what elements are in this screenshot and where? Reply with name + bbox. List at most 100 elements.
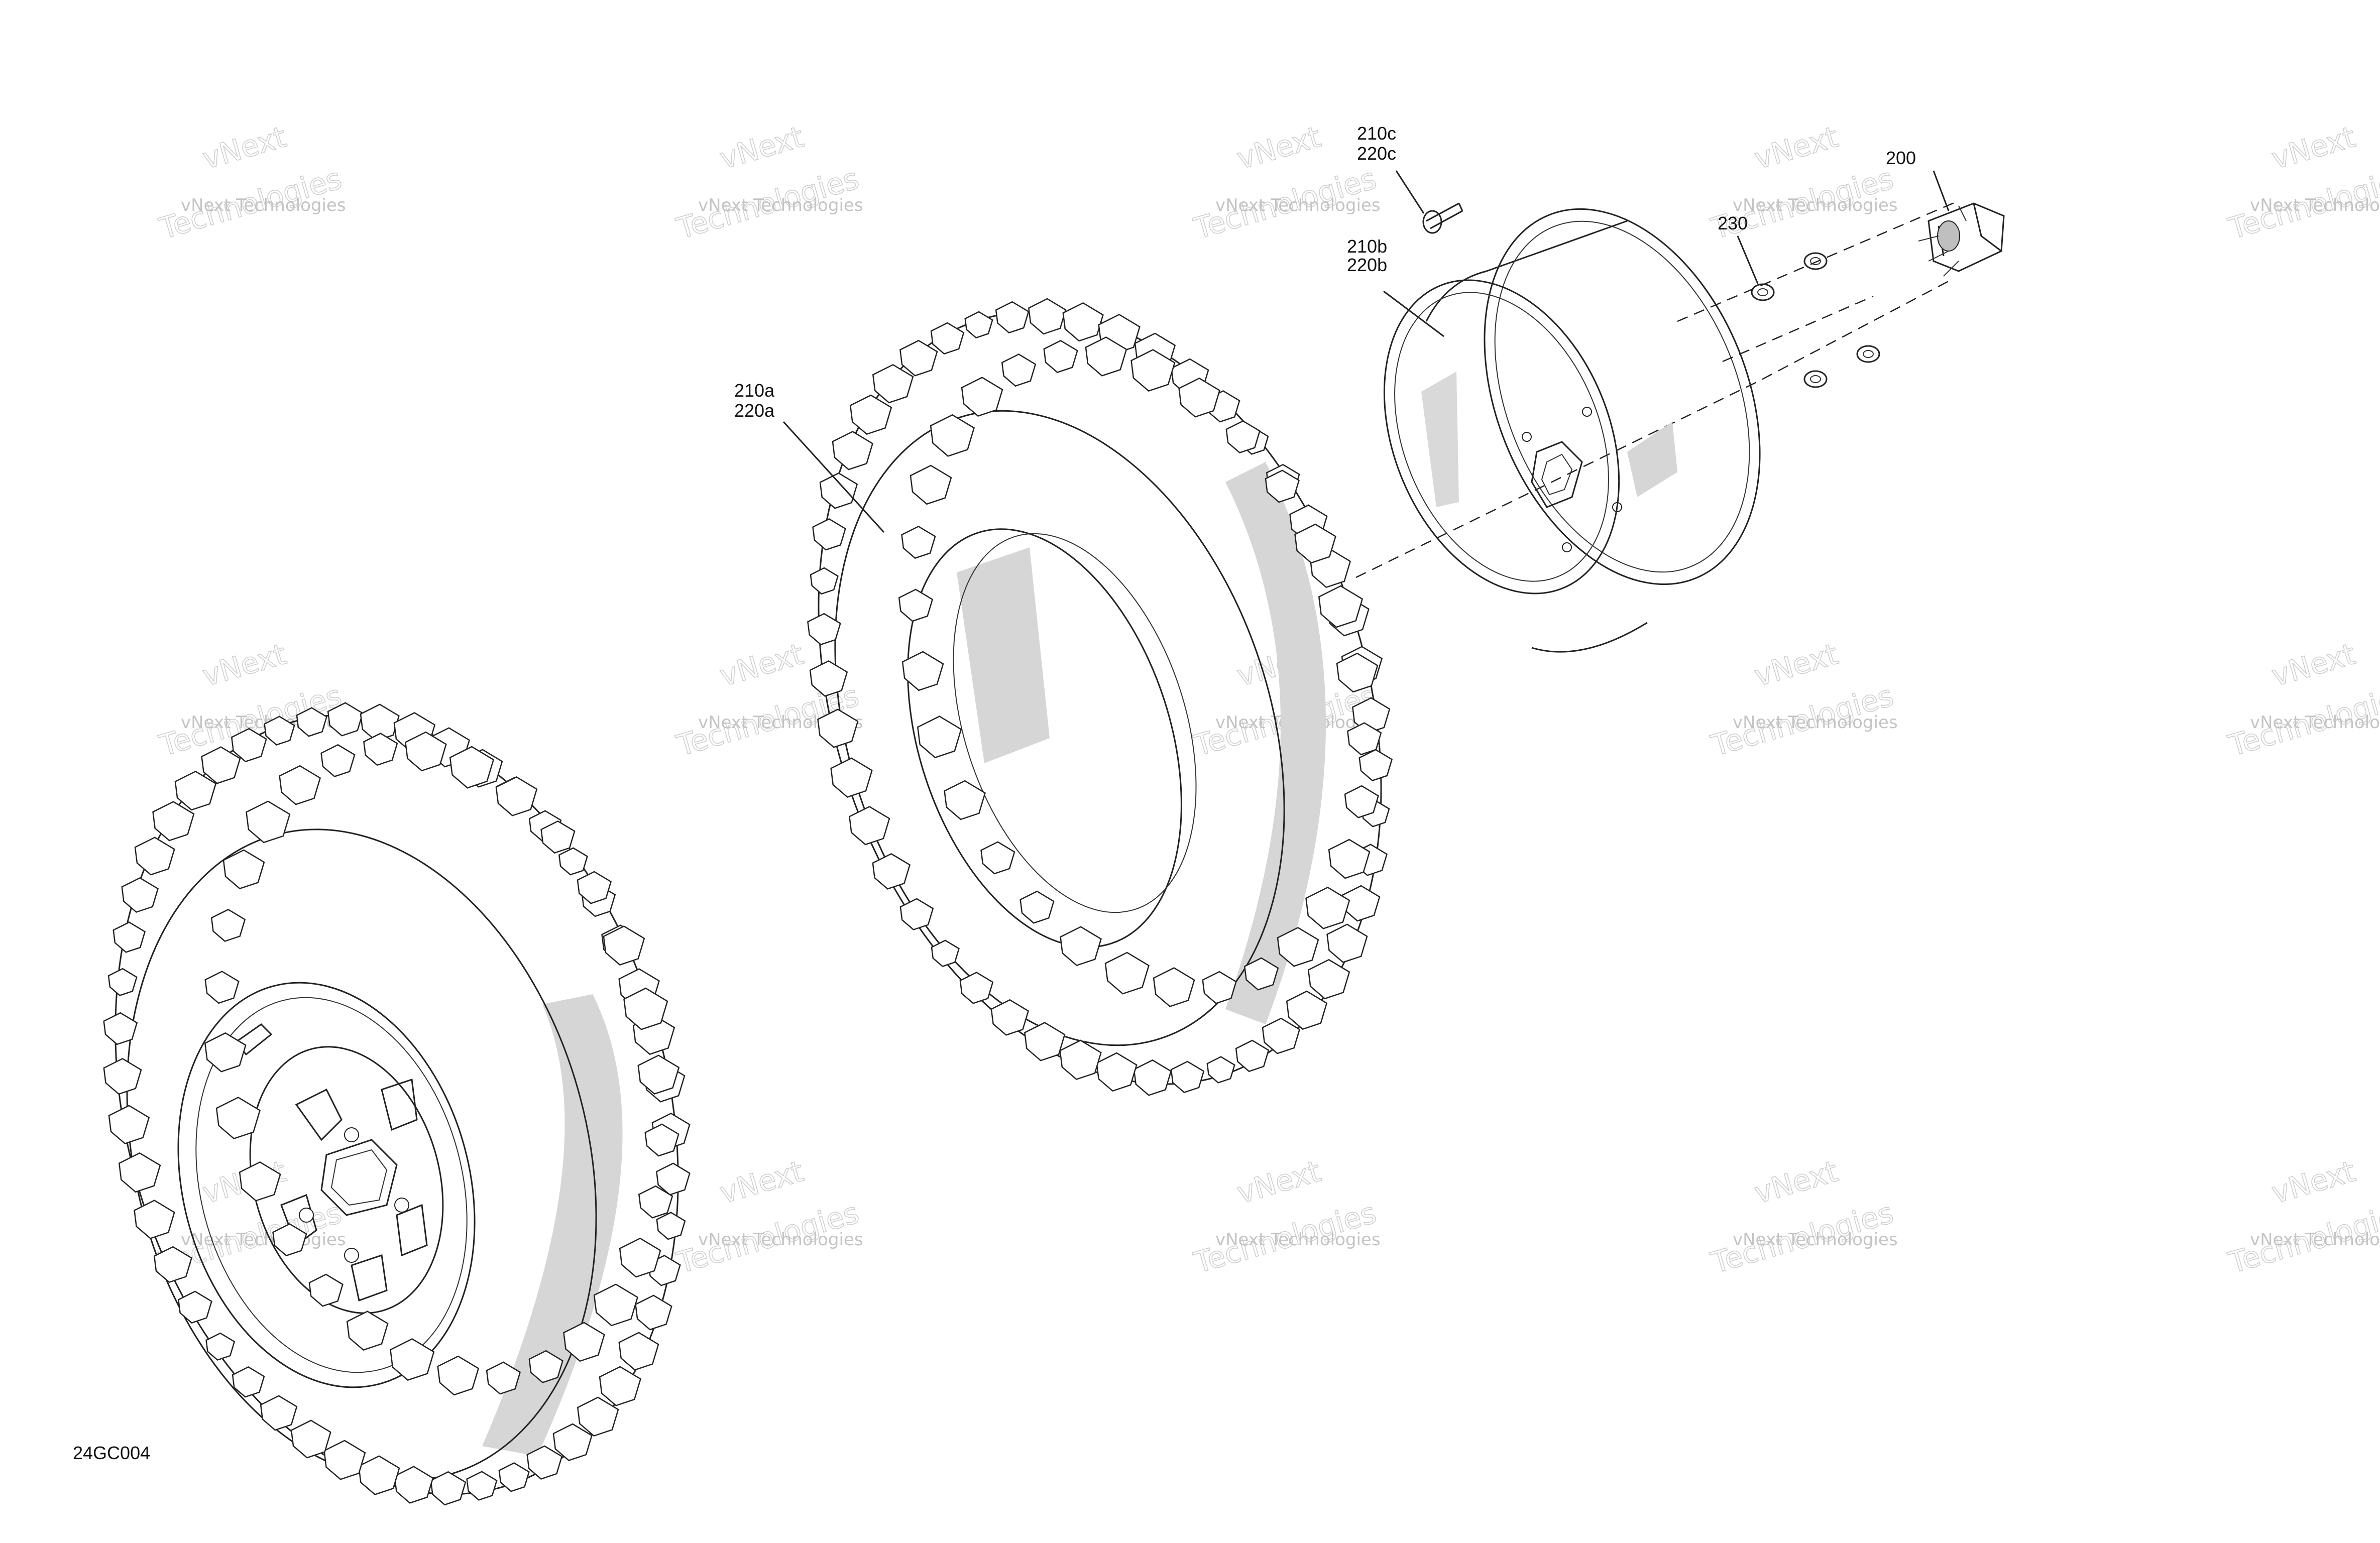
- callout-220a: 220a: [734, 400, 775, 421]
- tread-block: [121, 877, 159, 913]
- tread-block: [593, 1283, 638, 1327]
- tread-block: [204, 971, 240, 1004]
- tread-block: [930, 322, 965, 355]
- tread-block: [1286, 990, 1328, 1030]
- tread-block: [623, 987, 668, 1030]
- leader-lines: [782, 170, 1950, 533]
- tread-block: [201, 746, 241, 784]
- tread-block: [232, 1366, 265, 1398]
- watermark-text: vNext Technologies: [2250, 195, 2380, 215]
- tread-block: [108, 1105, 150, 1144]
- watermark-text: vNext: [199, 120, 290, 176]
- tread-block: [174, 770, 217, 811]
- callout-210a: 210a: [734, 380, 775, 401]
- tread-block: [563, 1322, 605, 1362]
- tread-block: [540, 820, 576, 854]
- tread-block: [134, 1200, 175, 1239]
- wheel-hub: [1918, 202, 2005, 277]
- tread-block: [1294, 523, 1336, 564]
- tread-block: [498, 1462, 530, 1492]
- callout-220b: 220b: [1347, 255, 1387, 275]
- tread-block: [1225, 420, 1261, 453]
- watermark-text: vNext: [716, 1154, 808, 1210]
- tread-block: [103, 1012, 138, 1045]
- tread-block: [1358, 749, 1393, 781]
- tread-block: [153, 1246, 192, 1283]
- tread-block: [1024, 1022, 1066, 1061]
- watermark-text: vNext Technologies: [181, 1230, 346, 1250]
- tread-block: [1153, 967, 1195, 1007]
- tread-block: [1235, 1039, 1270, 1073]
- tread-block: [1265, 469, 1300, 503]
- tread-block: [558, 847, 588, 876]
- tread-block: [177, 1290, 212, 1324]
- tread-block: [1085, 336, 1127, 377]
- tread-block: [107, 968, 138, 996]
- tread-block: [327, 702, 364, 737]
- tread-block: [279, 765, 321, 805]
- tread-block: [1344, 785, 1379, 818]
- wheel-rim: [1383, 208, 1761, 653]
- tread-block: [205, 1332, 236, 1361]
- watermark-text: vNext: [716, 120, 808, 176]
- watermark-text: vNext: [1233, 1154, 1325, 1210]
- tread-block: [360, 703, 400, 742]
- tread-block: [1243, 957, 1279, 991]
- tread-block: [1133, 1059, 1172, 1096]
- tread-block: [618, 1332, 659, 1371]
- tread-block: [635, 1294, 672, 1331]
- watermark-text: vNext: [1233, 120, 1325, 176]
- tread-block: [1060, 926, 1102, 967]
- watermark-text: vNext: [1751, 1154, 1842, 1210]
- tread-block: [363, 733, 398, 766]
- tread-block: [260, 1395, 298, 1431]
- tread-block: [264, 716, 295, 746]
- tread-block: [638, 1185, 673, 1219]
- callout-labels: 200 230 210c 220c 210b 220b 210a 220a 24…: [73, 123, 1916, 1463]
- tread-block: [449, 746, 495, 789]
- tread-block: [390, 1338, 435, 1381]
- tread-block: [552, 1423, 593, 1461]
- tread-block: [112, 921, 146, 953]
- tread-block: [830, 757, 873, 798]
- tread-block: [358, 1455, 400, 1495]
- tread-block: [810, 567, 839, 595]
- tread-block: [849, 805, 890, 846]
- tread-block: [526, 1445, 563, 1480]
- tread-block: [917, 716, 962, 759]
- watermark-text: vNext Technologies: [181, 195, 346, 215]
- tread-block: [899, 898, 934, 930]
- tread-block: [405, 731, 447, 772]
- watermark-text: vNext: [716, 637, 808, 693]
- tread-block: [961, 377, 1003, 417]
- tread-block: [231, 728, 267, 763]
- tread-block: [118, 1152, 161, 1193]
- tread-block: [577, 871, 612, 904]
- tread-block: [644, 1123, 679, 1157]
- watermark-text: vNext: [1751, 637, 1842, 693]
- tread-block: [995, 301, 1030, 334]
- watermark-text: vNext Technologies: [2250, 1230, 2380, 1250]
- tread-block: [272, 1223, 307, 1257]
- tread-block: [210, 908, 246, 942]
- tread-block: [486, 1361, 521, 1395]
- tread-block: [1326, 923, 1368, 963]
- tread-block: [899, 339, 938, 377]
- wheel-nuts: [1751, 252, 1880, 388]
- tread-block: [817, 708, 859, 748]
- tread-block: [1059, 1039, 1102, 1080]
- tread-block: [959, 972, 994, 1004]
- tread-block: [931, 939, 960, 967]
- tread-block: [1062, 302, 1104, 342]
- watermark-text: vNext: [2268, 637, 2359, 693]
- tread-block: [308, 1273, 344, 1307]
- watermark-text: vNext Technologies: [1733, 713, 1898, 733]
- tread-block: [437, 1355, 480, 1396]
- tread-block: [1019, 890, 1055, 924]
